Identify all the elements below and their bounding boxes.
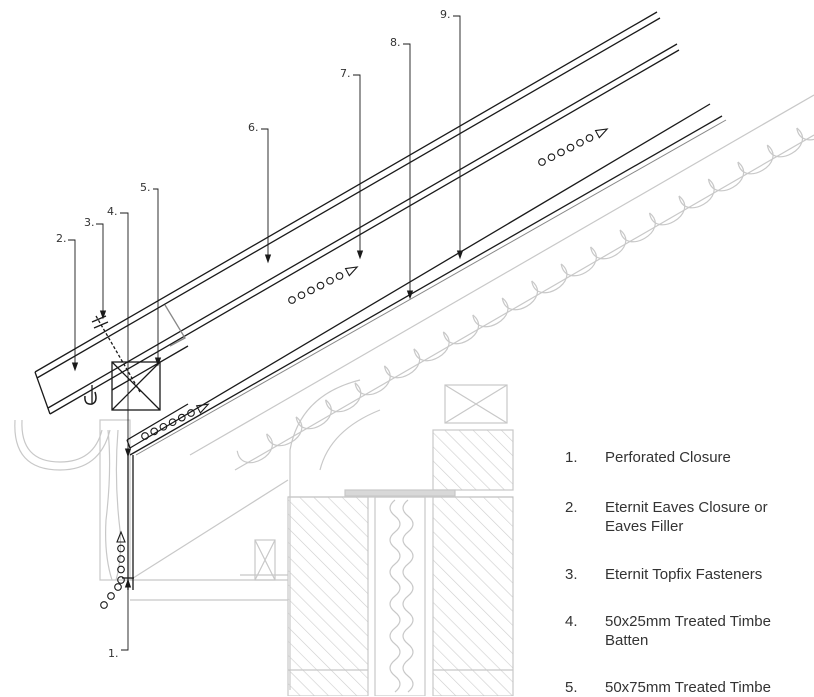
leader-arrowhead xyxy=(71,362,79,372)
vent-circle xyxy=(585,134,594,142)
vent-circle xyxy=(168,418,177,427)
callout-leaders xyxy=(68,15,464,651)
insulation-loop xyxy=(383,348,421,379)
vent-arrow xyxy=(594,128,609,139)
insulation-loop xyxy=(354,365,391,396)
insulation-loop xyxy=(472,297,509,328)
insulation-loop xyxy=(648,195,686,226)
insulation-loop xyxy=(619,212,656,243)
insulation-loop xyxy=(531,263,568,294)
legend-text: 50x25mm Treated Timbe Batten xyxy=(605,613,771,649)
legend-text: Eternit Topfix Fasteners xyxy=(605,566,763,583)
callout-8: 8. xyxy=(390,36,401,49)
vent-circle xyxy=(326,276,334,285)
callout-4: 4. xyxy=(107,205,118,218)
legend-item-3: 3. Eternit Topfix Fasteners xyxy=(565,565,762,584)
insulation-loop xyxy=(413,331,450,362)
leader-line xyxy=(403,43,411,298)
vent-circle xyxy=(141,432,149,440)
insulation-loop xyxy=(737,144,774,175)
vent-circle xyxy=(576,138,584,147)
insulation-loop xyxy=(766,127,804,158)
callout-7: 7. xyxy=(340,67,351,80)
leader-line xyxy=(121,580,129,651)
insulation-loop xyxy=(560,246,597,277)
insulation-loop xyxy=(796,127,814,141)
vent-circle xyxy=(307,286,315,295)
vent-circle xyxy=(538,158,546,166)
ventilation-flow xyxy=(100,128,609,609)
callout-3: 3. xyxy=(84,216,95,229)
vent-circle xyxy=(100,601,108,609)
vent-circle xyxy=(288,296,296,304)
leader-arrowhead xyxy=(124,578,132,588)
vent-circle xyxy=(117,576,125,584)
vent-circle xyxy=(117,565,125,574)
leader-arrowhead xyxy=(99,310,107,320)
vent-circle xyxy=(557,148,565,157)
vent-arrow xyxy=(116,530,126,543)
roof-buildup xyxy=(34,11,727,590)
legend-text: 50x75mm Treated Timbe xyxy=(605,679,771,696)
vent-circle xyxy=(114,583,122,591)
legend-text: Perforated Closure xyxy=(605,449,731,466)
vent-circle xyxy=(177,413,186,422)
legend-number: 2. xyxy=(565,499,578,516)
vent-circle xyxy=(117,544,125,553)
legend-item-4: 4. 50x25mm Treated Timbe Batten xyxy=(565,612,771,650)
leader-arrowhead xyxy=(124,448,132,458)
leader-line xyxy=(68,239,76,370)
leader-arrowhead xyxy=(406,290,414,300)
insulation-loop xyxy=(678,178,715,209)
vent-circle xyxy=(566,143,575,152)
leader-arrowhead xyxy=(264,254,272,264)
vent-circle xyxy=(117,555,125,563)
leader-line xyxy=(120,212,129,456)
vent-circle xyxy=(187,409,195,417)
leader-line xyxy=(453,15,461,258)
legend-number: 4. xyxy=(565,613,578,630)
legend-item-1: 1. Perforated Closure xyxy=(565,448,731,467)
insulation-loop xyxy=(707,161,745,192)
rafter-insulation xyxy=(236,127,814,464)
vent-arrow xyxy=(195,403,210,414)
background-structure xyxy=(14,94,814,696)
insulation-loop xyxy=(295,399,332,430)
vent-circle xyxy=(107,592,115,600)
leader-line xyxy=(153,188,159,365)
vent-arrow xyxy=(344,266,359,277)
insulation-loop xyxy=(324,382,362,413)
leader-line xyxy=(353,74,361,258)
leader-line xyxy=(96,223,104,318)
legend-number: 5. xyxy=(565,679,578,696)
callout-6: 6. xyxy=(248,121,259,134)
legend-number: 1. xyxy=(565,449,578,466)
callout-1: 1. xyxy=(108,647,119,660)
legend-item-5: 5. 50x75mm Treated Timbe xyxy=(565,678,771,697)
callout-2: 2. xyxy=(56,232,67,245)
legend-number: 3. xyxy=(565,566,578,583)
vent-circle xyxy=(297,291,306,300)
insulation-loop xyxy=(442,314,480,345)
insulation-loop xyxy=(590,229,627,260)
vent-circle xyxy=(150,427,159,436)
callout-9: 9. xyxy=(440,8,451,21)
leader-arrowhead xyxy=(356,250,364,260)
insulation-loop xyxy=(501,280,539,311)
leader-arrowhead xyxy=(154,357,162,367)
legend-text: Eternit Eaves Closure or Eaves Filler xyxy=(605,499,768,535)
insulation-loop xyxy=(266,416,303,447)
vent-circle xyxy=(335,272,344,280)
leader-line xyxy=(261,128,269,262)
vent-circle xyxy=(547,153,556,162)
legend-item-2: 2. Eternit Eaves Closure or Eaves Filler xyxy=(565,498,768,536)
callout-5: 5. xyxy=(140,181,151,194)
insulation-loop xyxy=(236,433,273,464)
leader-arrowhead xyxy=(456,250,464,260)
vent-circle xyxy=(316,281,325,290)
vent-circle xyxy=(159,422,168,431)
